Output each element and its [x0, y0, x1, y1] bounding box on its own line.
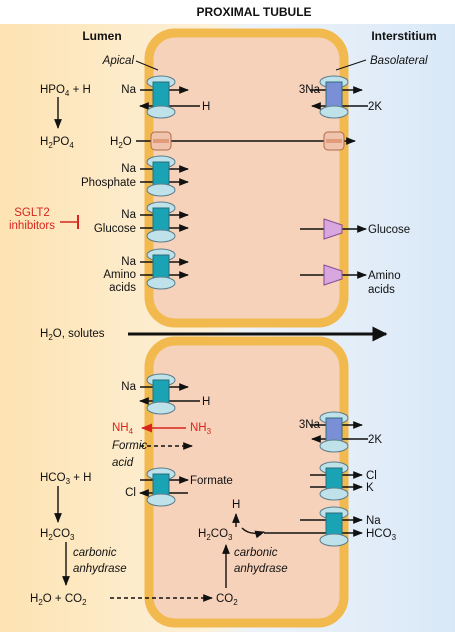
na-phosphate-transporter	[146, 155, 176, 197]
na-amino-transporter	[146, 248, 176, 290]
h-label-nhe2: H	[202, 396, 210, 408]
interstitium-header: Interstitium	[371, 29, 436, 43]
na-k-pump-1	[319, 75, 349, 119]
na-baso-label: Na	[366, 515, 381, 527]
hco3-baso-label: HCO3	[366, 528, 397, 542]
cl-formate-exchanger	[146, 467, 176, 507]
amino-apical-label: Amino	[103, 269, 136, 281]
h2po4-label: H2PO4	[40, 136, 74, 150]
cl-label-apical: Cl	[125, 487, 136, 499]
phosphate-label: Phosphate	[81, 177, 136, 189]
apical-leader	[135, 60, 159, 71]
aquaporin-baso	[323, 131, 345, 151]
h-cell-label: H	[232, 499, 240, 511]
2k-label-pump: 2K	[368, 101, 382, 113]
glut-transporter	[323, 218, 343, 240]
sglt2-transporter	[146, 201, 176, 243]
na-label-nhe2: Na	[121, 381, 136, 393]
basolateral-label: Basolateral	[370, 55, 428, 67]
acid-label: acid	[112, 457, 134, 469]
page-title: PROXIMAL TUBULE	[196, 5, 311, 19]
carbonic-anhydrase-cell-2: anhydrase	[234, 563, 288, 575]
inhibitors-label: inhibitors	[9, 220, 55, 232]
na-hco3-cotransporter	[319, 506, 349, 547]
h2co3-lumen-label: H2CO3	[40, 528, 75, 542]
sglt2-label: SGLT2	[14, 207, 50, 219]
basolateral-leader	[335, 59, 367, 71]
acids-baso-label: acids	[368, 284, 395, 296]
lumen-header: Lumen	[82, 29, 121, 43]
3na-label-pump2: 3Na	[299, 419, 321, 431]
hco3-h-label: HCO3 + H	[40, 472, 91, 486]
h-label-nhe: H	[202, 101, 210, 113]
carbonic-anhydrase-lumen-1: carbonic	[73, 547, 117, 559]
h2o-label-apical: H2O	[110, 136, 132, 150]
formic-label: Formic	[112, 440, 147, 452]
glucose-baso-label: Glucose	[368, 224, 410, 236]
cell-2	[144, 336, 349, 628]
2k-label-pump2: 2K	[368, 434, 382, 446]
transporters-layer	[146, 75, 349, 547]
h2co3-cell-label: H2CO3	[198, 528, 233, 542]
aquaporin-apical	[150, 131, 172, 151]
na-label-amino: Na	[121, 256, 136, 268]
cl-baso-label: Cl	[366, 470, 377, 482]
na-label-sglt: Na	[121, 209, 136, 221]
formate-label: Formate	[190, 475, 233, 487]
na-k-pump-2	[319, 411, 349, 453]
amino-baso-transporter	[323, 264, 343, 286]
nh4-label: NH4	[112, 422, 134, 436]
carbonic-anhydrase-cell-1: carbonic	[234, 547, 278, 559]
nhe-transporter-2	[146, 373, 176, 415]
na-label-nhe: Na	[121, 84, 136, 96]
amino-baso-label: Amino	[368, 270, 401, 282]
h2o-co2-label: H2O + CO2	[30, 593, 87, 607]
nh3-label: NH3	[190, 422, 212, 436]
co2-cell-label: CO2	[216, 593, 238, 607]
carbonic-anhydrase-lumen-2: anhydrase	[73, 563, 127, 575]
apical-label: Apical	[102, 55, 135, 67]
kcl-cotransporter	[319, 461, 349, 501]
na-label-phosphate: Na	[121, 163, 136, 175]
hco3-to-baso-curve	[241, 527, 265, 539]
nhe-transporter-1	[146, 75, 176, 119]
k-baso-label: K	[366, 482, 374, 494]
paracellular-label: H2O, solutes	[40, 328, 105, 342]
glucose-apical-label: Glucose	[94, 223, 136, 235]
3na-label-pump: 3Na	[299, 84, 321, 96]
acids-apical-label: acids	[109, 282, 136, 294]
title-band	[0, 0, 455, 24]
hpo4-h-label: HPO4 + H	[40, 84, 91, 98]
cell-1	[144, 28, 349, 328]
